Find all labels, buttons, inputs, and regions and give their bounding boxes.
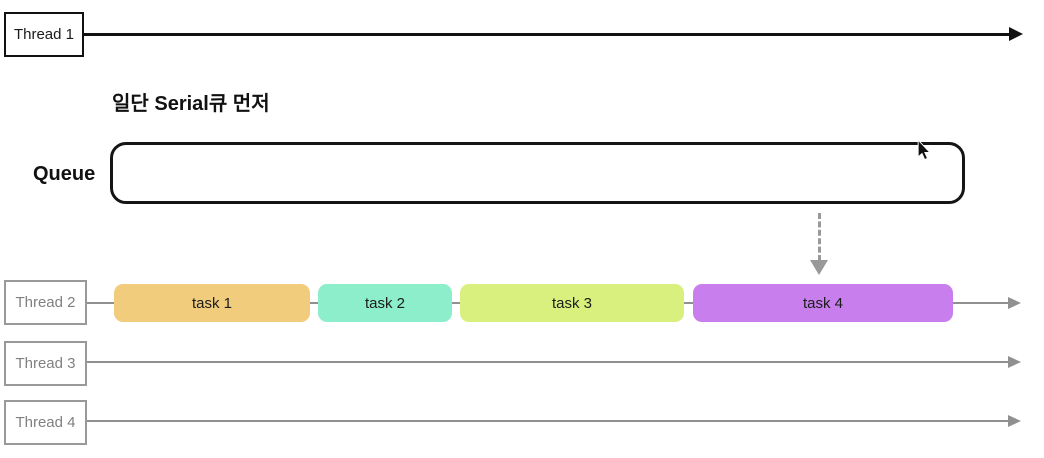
task-block-1: task 1	[114, 284, 310, 322]
mouse-cursor-icon	[917, 140, 931, 161]
thread2-arrowhead-icon	[1008, 297, 1021, 309]
task-block-2: task 2	[318, 284, 452, 322]
task1-label: task 1	[191, 294, 233, 312]
task4-label: task 4	[802, 294, 844, 312]
task2-label: task 2	[364, 294, 406, 312]
section-title: 일단 Serial큐 먼저	[112, 93, 270, 115]
task3-label: task 3	[551, 294, 593, 312]
thread4-arrowhead-icon	[1008, 415, 1021, 427]
task-block-3: task 3	[460, 284, 684, 322]
thread1-arrowhead-icon	[1009, 27, 1023, 41]
thread2-label: Thread 2	[15, 294, 76, 311]
thread1-timeline	[84, 33, 1011, 36]
thread1-box: Thread 1	[4, 12, 84, 57]
thread3-box: Thread 3	[4, 341, 87, 386]
thread4-box: Thread 4	[4, 400, 87, 445]
dispatch-arrow-line	[818, 213, 821, 261]
thread3-arrowhead-icon	[1008, 356, 1021, 368]
thread3-timeline	[87, 361, 1010, 363]
thread1-label: Thread 1	[13, 26, 75, 43]
thread4-timeline	[87, 420, 1010, 422]
thread3-label: Thread 3	[15, 355, 76, 372]
task-block-4: task 4	[693, 284, 953, 322]
queue-box	[110, 142, 965, 204]
thread4-label: Thread 4	[15, 414, 76, 431]
dispatch-arrow-head-icon	[810, 260, 828, 275]
thread2-box: Thread 2	[4, 280, 87, 325]
queue-label: Queue	[33, 163, 96, 185]
